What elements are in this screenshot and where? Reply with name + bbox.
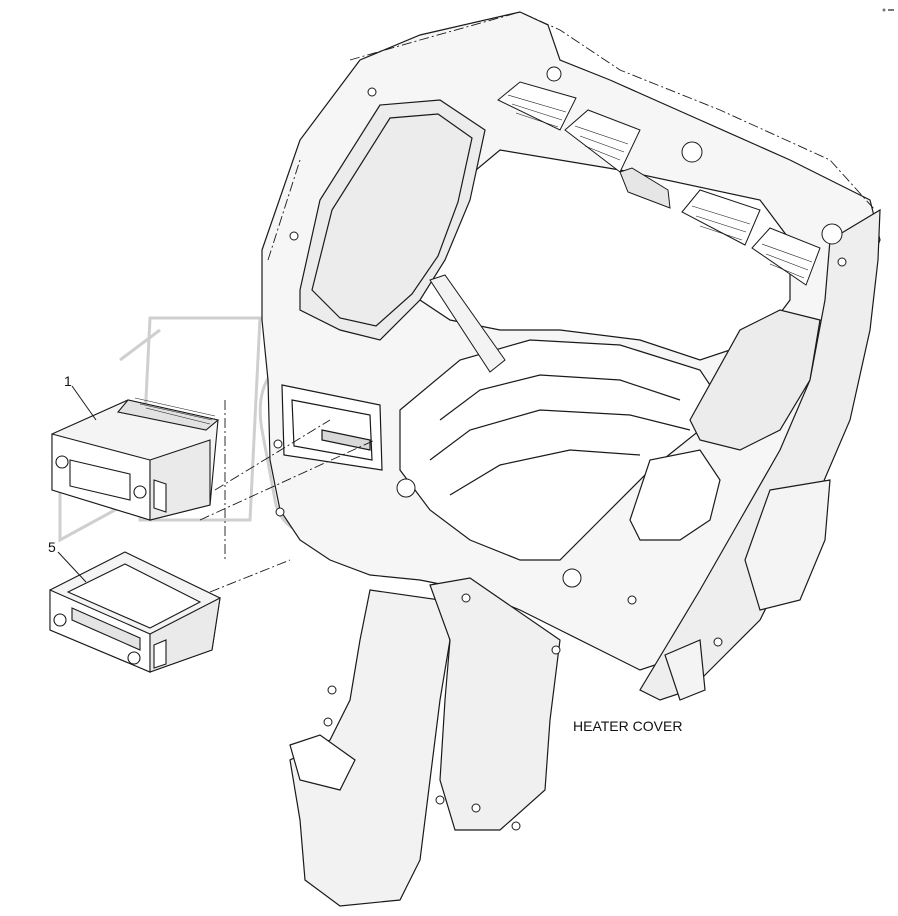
mounting-holes bbox=[273, 66, 847, 831]
vent-grilles bbox=[507, 94, 813, 279]
center-strut bbox=[429, 274, 506, 373]
callout-leaders bbox=[57, 385, 97, 583]
heater-cover-label: HEATER COVER bbox=[573, 718, 682, 734]
corner-mark bbox=[882, 8, 894, 12]
radio-unit-1 bbox=[51, 399, 220, 521]
heater-cover-assembly bbox=[261, 11, 881, 907]
callout-1-label: 1 bbox=[64, 373, 72, 389]
guide-lines bbox=[199, 11, 876, 593]
radio-unit-1-heatsink bbox=[134, 397, 216, 425]
callout-5-label: 5 bbox=[48, 539, 56, 555]
radio-unit-5 bbox=[49, 551, 221, 673]
